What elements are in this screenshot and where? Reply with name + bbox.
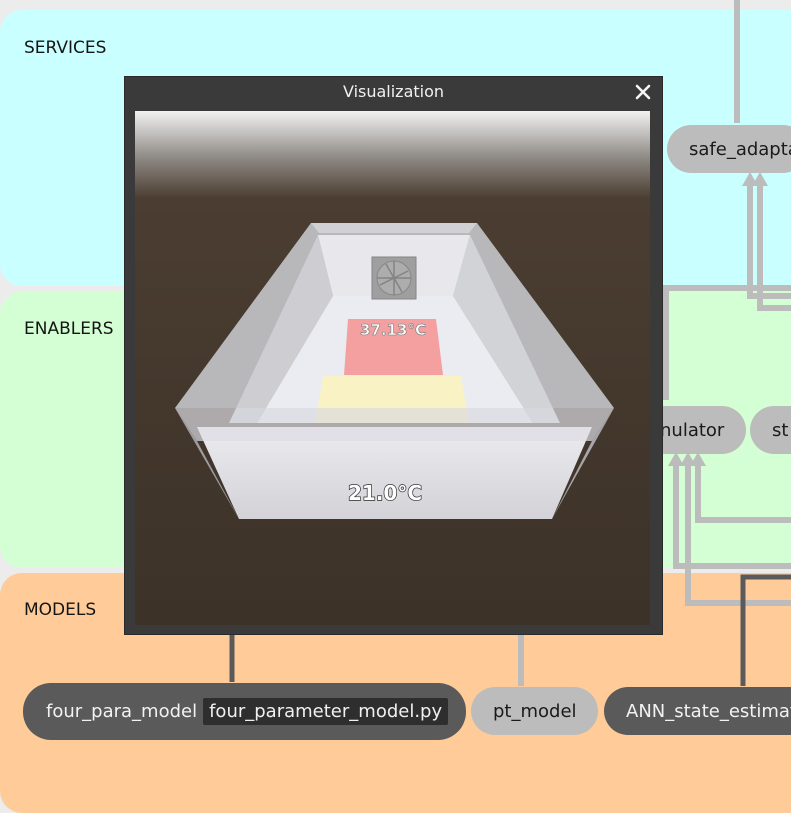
connector-sim-2 [685,462,791,606]
node-safe-adaptation-label: safe_adapta [689,138,791,160]
models-title: MODELS [24,600,97,620]
box-inner-left-wall [229,235,333,423]
box-inner-right-wall [453,235,560,423]
node-ann-state-estimator-label: ANN_state_estimat [626,700,791,722]
heater-temperature: 37.13°C [360,321,426,339]
connector-safe-1 [747,182,791,299]
box-air-temperature: 21.0°C [348,481,422,505]
close-icon[interactable] [632,81,654,103]
connector-safe-2 [757,182,791,311]
node-pt-model-label: pt_model [493,700,577,722]
3d-viewport[interactable]: 37.13°C 21.0°C [135,111,650,625]
connector-enabler-frame [663,285,791,400]
node-pt-model[interactable]: pt_model [471,687,598,735]
box-front-top [175,408,614,441]
node-four-para-model[interactable]: four_para_model four_parameter_model.py [23,683,466,740]
fan-icon [371,256,417,300]
incubator-scene: 37.13°C 21.0°C [135,111,650,625]
node-four-para-model-file: four_parameter_model.py [203,698,449,725]
box-rim-top [311,223,477,233]
connector-ann [740,574,791,686]
connector-sim-3 [695,462,791,523]
node-safe-adaptation[interactable]: safe_adapta [667,125,791,173]
node-four-para-model-label: four_para_model [46,701,198,722]
enablers-title: ENABLERS [24,319,114,339]
connector-lines [229,0,791,686]
visualization-window[interactable]: Visualization [125,77,662,634]
box-front-right-wall [552,408,614,519]
arrow-sim-3 [690,452,706,466]
node-simulator-label: nulator [660,419,725,441]
box-lid-translucent [175,223,614,408]
node-state-partial[interactable]: st [750,406,791,454]
arrow-safe-2 [752,172,768,186]
connector-sim-1 [673,462,791,569]
services-title: SERVICES [24,38,107,58]
arrow-sim-1 [668,452,684,466]
window-title: Visualization [342,82,445,101]
heater [344,319,443,375]
box-front-left-wall [175,408,239,519]
node-state-partial-label: st [772,419,789,441]
node-ann-state-estimator[interactable]: ANN_state_estimat [604,687,791,735]
box-front-wall [197,427,592,519]
